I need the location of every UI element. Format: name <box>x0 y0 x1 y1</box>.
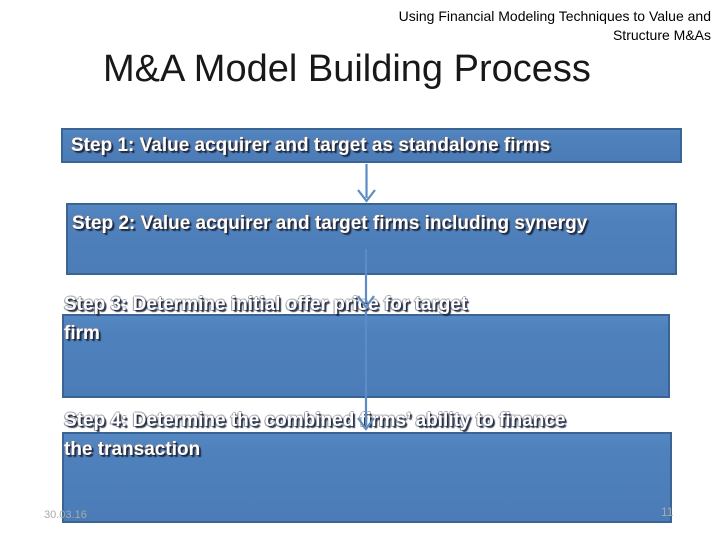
slide-header: Using Financial Modeling Techniques to V… <box>399 7 711 45</box>
step-2-label: Step 2: Value acquirer and target firms … <box>72 209 587 238</box>
page-title: M&A Model Building Process <box>103 48 591 90</box>
step-2-box <box>66 203 677 275</box>
down-arrow-icon-1 <box>357 164 376 203</box>
step-4-line-1: Step 4: Determine the combined firms’ ab… <box>64 410 566 431</box>
step-2-line-1: Step 2: Value acquirer and target firms … <box>72 213 588 234</box>
footer-date: 30.03.16 <box>44 509 87 521</box>
step-3-line-1: Step 3: Determine initial offer price fo… <box>64 294 468 315</box>
header-line-1: Using Financial Modeling Techniques to V… <box>398 8 711 24</box>
step-1-line-1: Step 1: Value acquirer and target as sta… <box>71 135 551 156</box>
slide-number: 11 <box>661 505 674 519</box>
step-1-label: Step 1: Value acquirer and target as sta… <box>71 131 550 160</box>
step-4-label: Step 4: Determine the combined firms’ ab… <box>64 406 566 464</box>
step-4-box <box>62 432 672 523</box>
step-1-box <box>61 128 682 163</box>
step-3-line-2: firm <box>64 323 100 344</box>
step-3-label: Step 3: Determine initial offer price fo… <box>64 290 467 348</box>
step-4-line-2: the transaction <box>64 439 201 460</box>
header-line-2: Structure M&As <box>612 27 711 43</box>
